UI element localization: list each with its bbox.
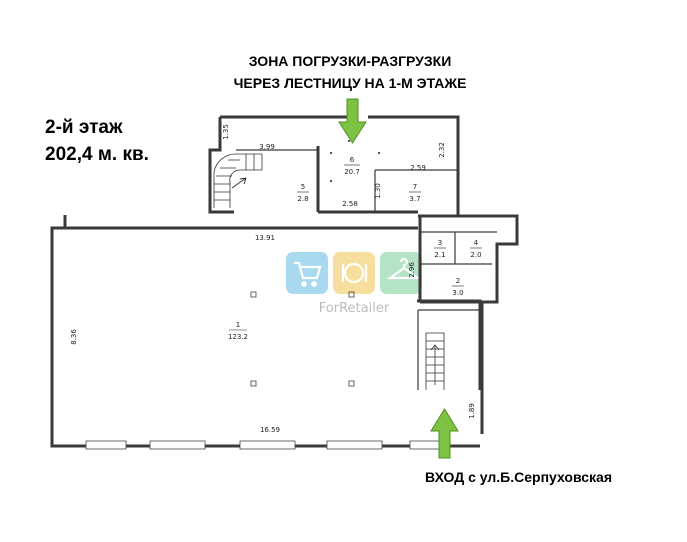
- hanger-icon: [380, 252, 422, 294]
- room-area: 3.7: [409, 195, 420, 203]
- dim-label: 2.58: [342, 200, 358, 208]
- arrow-down-icon: [338, 98, 367, 144]
- dim-label: 2.32: [438, 142, 446, 158]
- room-number: 1: [236, 321, 240, 329]
- food-icon: [333, 252, 375, 294]
- dim-label: 1.30: [374, 183, 382, 199]
- dim-label: 2.96: [408, 262, 416, 278]
- room-area: 123.2: [228, 333, 248, 341]
- loading-zone-line-1: ЗОНА ПОГРУЗКИ-РАЗГРУЗКИ: [248, 53, 452, 69]
- room-area: 2.0: [470, 251, 481, 259]
- dim-label: 3.99: [259, 143, 275, 151]
- walls: [50, 115, 519, 448]
- dim-label: 2.59: [410, 164, 426, 172]
- floor-label: 2-й этаж: [45, 117, 123, 138]
- room-number: 3: [438, 239, 442, 247]
- room-number: 7: [413, 183, 417, 191]
- floor-title: 2-й этаж 202,4 м. кв.: [45, 114, 149, 168]
- room-area: 20.7: [344, 168, 360, 176]
- dim-label: 13.91: [255, 234, 275, 242]
- inner-partitions: [236, 149, 497, 390]
- dim-label: 1.35: [222, 124, 230, 140]
- arrow-up-icon: [430, 408, 459, 459]
- room-area: 2.8: [297, 195, 308, 203]
- floor-area: 202,4 м. кв.: [45, 144, 149, 165]
- loading-zone-caption: ЗОНА ПОГРУЗКИ-РАЗГРУЗКИ ЧЕРЕЗ ЛЕСТНИЦУ Н…: [200, 50, 500, 94]
- windows: [85, 440, 451, 450]
- watermark-logo: ForRetailer: [286, 252, 422, 316]
- dim-label: 8.36: [70, 329, 78, 345]
- light-points: [330, 140, 380, 182]
- room-area: 2.1: [434, 251, 445, 259]
- room-area: 3.0: [452, 289, 463, 297]
- entrance-caption: ВХОД с ул.Б.Серпуховская: [425, 469, 612, 485]
- columns: [250, 291, 355, 387]
- dim-label: 16.59: [260, 426, 280, 434]
- room-number: 5: [301, 183, 305, 191]
- staircase-lower: [425, 332, 445, 390]
- room-number: 4: [474, 239, 479, 247]
- room-number: 6: [350, 156, 355, 164]
- dim-label: 1.89: [468, 403, 476, 419]
- watermark-text: ForRetailer: [319, 301, 390, 316]
- room-number: 2: [456, 277, 460, 285]
- loading-zone-line-2: ЧЕРЕЗ ЛЕСТНИЦУ НА 1-М ЭТАЖЕ: [233, 75, 467, 91]
- staircase-upper: [213, 153, 263, 208]
- cart-icon: [286, 252, 328, 294]
